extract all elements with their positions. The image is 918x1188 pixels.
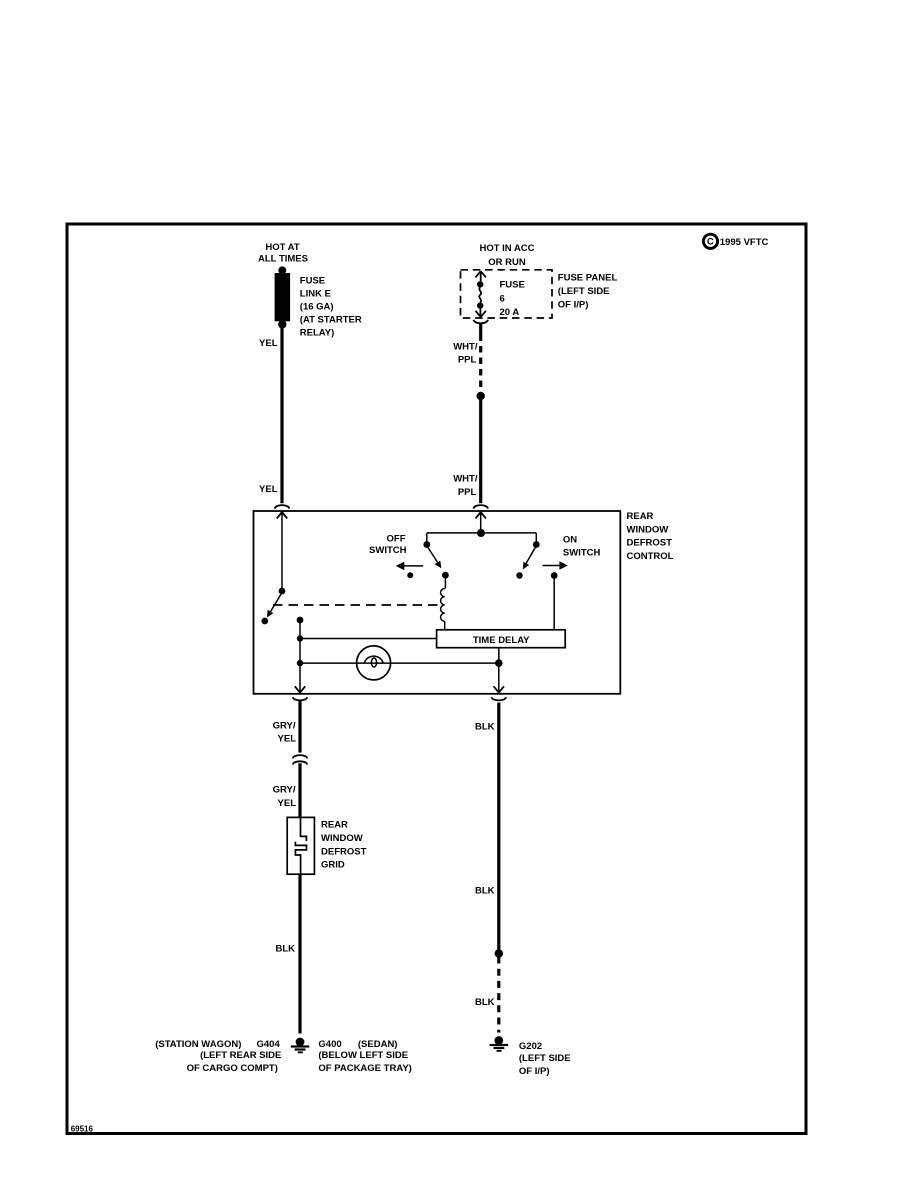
svg-text:GRY/: GRY/ (273, 785, 296, 796)
svg-text:RELAY): RELAY) (300, 328, 335, 339)
svg-text:G202: G202 (519, 1041, 542, 1052)
svg-text:(STATION WAGON): (STATION WAGON) (155, 1039, 241, 1050)
svg-text:TIME DELAY: TIME DELAY (473, 635, 530, 646)
svg-text:(AT STARTER: (AT STARTER (300, 315, 362, 326)
svg-text:69516: 69516 (71, 1124, 94, 1133)
svg-text:YEL: YEL (278, 798, 297, 809)
svg-text:OFF: OFF (387, 534, 406, 545)
svg-text:PPL: PPL (458, 355, 477, 366)
svg-text:WINDOW: WINDOW (321, 833, 363, 844)
svg-text:G400: G400 (318, 1039, 341, 1050)
svg-text:PPL: PPL (458, 487, 477, 498)
svg-text:(LEFT REAR SIDE: (LEFT REAR SIDE (200, 1050, 281, 1061)
svg-text:BLK: BLK (475, 722, 495, 733)
svg-text:1995 VFTC: 1995 VFTC (720, 237, 769, 248)
svg-text:C: C (707, 236, 714, 247)
svg-text:G404: G404 (257, 1039, 281, 1050)
svg-text:HOT IN ACC: HOT IN ACC (479, 243, 534, 254)
svg-text:OF I/P): OF I/P) (558, 299, 589, 310)
svg-text:FUSE PANEL: FUSE PANEL (558, 272, 618, 283)
svg-text:BLK: BLK (275, 943, 295, 954)
svg-text:GRY/: GRY/ (273, 721, 296, 732)
svg-text:WINDOW: WINDOW (627, 524, 669, 535)
svg-text:GRID: GRID (321, 860, 345, 871)
svg-text:(16 GA): (16 GA) (300, 302, 334, 313)
svg-text:REAR: REAR (627, 511, 654, 522)
svg-text:FUSE: FUSE (300, 276, 325, 287)
svg-text:BLK: BLK (475, 886, 495, 897)
svg-text:SWITCH: SWITCH (563, 547, 601, 558)
svg-text:CONTROL: CONTROL (627, 551, 674, 562)
svg-text:YEL: YEL (259, 484, 278, 495)
svg-text:OF I/P): OF I/P) (519, 1066, 550, 1077)
svg-text:LINK E: LINK E (300, 289, 331, 300)
svg-text:DEFROST: DEFROST (627, 538, 673, 549)
svg-text:20 A: 20 A (500, 307, 520, 318)
svg-text:OF CARGO COMPT): OF CARGO COMPT) (187, 1063, 278, 1074)
svg-text:(BELOW LEFT SIDE: (BELOW LEFT SIDE (318, 1050, 408, 1061)
svg-text:ALL TIMES: ALL TIMES (258, 254, 308, 265)
svg-text:HOT AT: HOT AT (265, 242, 299, 253)
svg-text:OF PACKAGE TRAY): OF PACKAGE TRAY) (318, 1063, 411, 1074)
svg-text:(LEFT SIDE: (LEFT SIDE (558, 286, 610, 297)
svg-text:ON: ON (563, 535, 577, 546)
svg-text:BLK: BLK (475, 997, 495, 1008)
svg-text:SWITCH: SWITCH (369, 545, 407, 556)
svg-text:(LEFT SIDE: (LEFT SIDE (519, 1053, 571, 1064)
svg-text:OR RUN: OR RUN (488, 257, 526, 268)
svg-text:(SEDAN): (SEDAN) (358, 1039, 398, 1050)
svg-text:DEFROST: DEFROST (321, 846, 367, 857)
svg-text:6: 6 (500, 294, 505, 305)
svg-text:FUSE: FUSE (500, 279, 525, 290)
svg-text:WHT/: WHT/ (453, 474, 478, 485)
svg-text:YEL: YEL (259, 338, 278, 349)
svg-text:REAR: REAR (321, 820, 348, 831)
svg-text:YEL: YEL (278, 734, 297, 745)
svg-text:WHT/: WHT/ (453, 341, 478, 352)
